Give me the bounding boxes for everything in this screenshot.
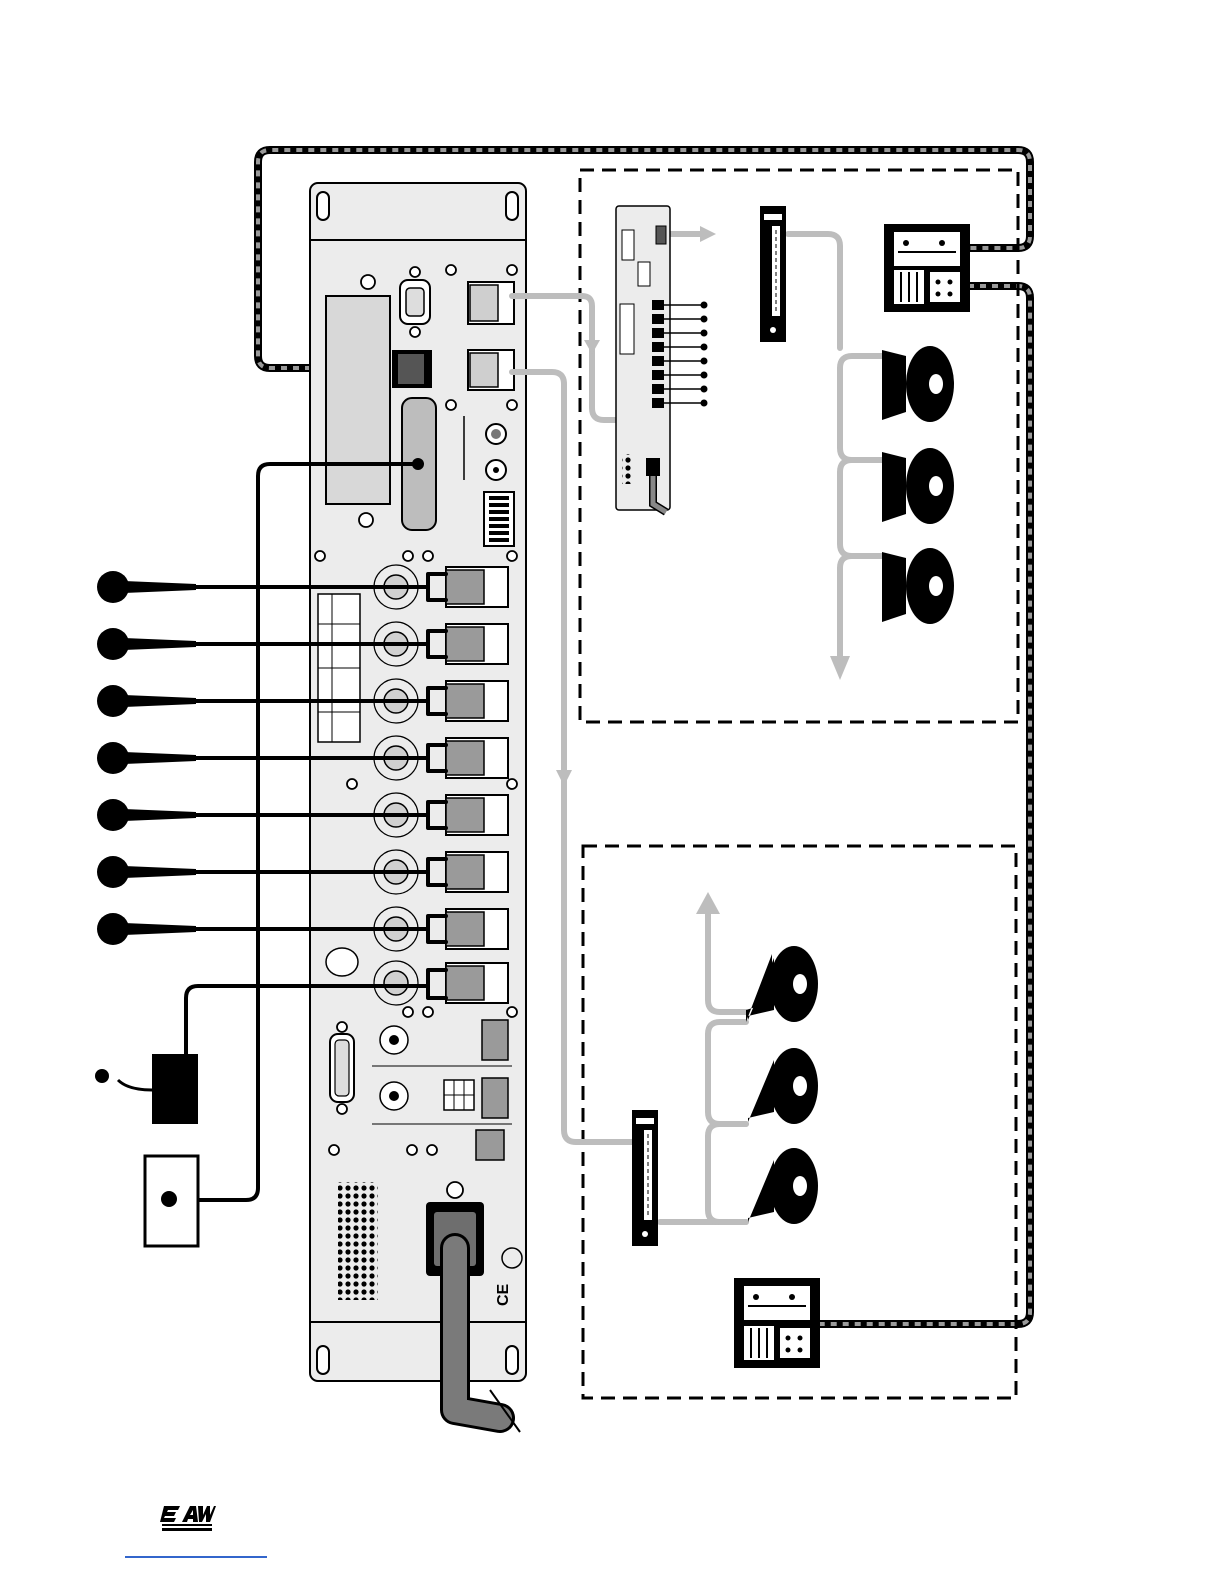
rack-slot (506, 1346, 518, 1374)
vent-grille (338, 1182, 378, 1300)
button-icon (161, 1191, 177, 1207)
zone-a-amplifier (760, 206, 786, 342)
rack-slot (506, 192, 518, 220)
zone-b-amplifier (632, 1110, 658, 1246)
screw-icon (361, 275, 375, 289)
screw-icon (359, 513, 373, 527)
rack-slot (317, 192, 329, 220)
speaker-icon (882, 448, 954, 524)
zone-b-speakers (746, 946, 818, 1224)
screw-icon (447, 1182, 463, 1198)
rack-slot (317, 1346, 329, 1374)
ce-mark-icon: CE (495, 1283, 512, 1306)
zone-a-speakers (882, 346, 954, 624)
option-card-slot (326, 296, 390, 504)
speaker-icon (748, 1148, 818, 1224)
mixer-rear-panel: CE (310, 183, 526, 1381)
eaw-commercial-logo-icon (160, 1496, 216, 1532)
zone-a-controller (884, 224, 970, 312)
control-cable-right (820, 286, 1030, 1324)
paging-station-body (152, 1054, 198, 1124)
speaker-icon (882, 346, 954, 422)
zone-b-controller (734, 1278, 820, 1368)
speaker-icon (746, 946, 818, 1022)
footer-link[interactable] (125, 1556, 267, 1558)
speaker-icon (748, 1048, 818, 1124)
zone-a-processor (616, 206, 708, 512)
paging-mic-icon (95, 1069, 109, 1083)
speaker-icon (882, 548, 954, 624)
panel-logo-icon (326, 948, 358, 976)
audio-cable-zone-a (512, 226, 882, 680)
